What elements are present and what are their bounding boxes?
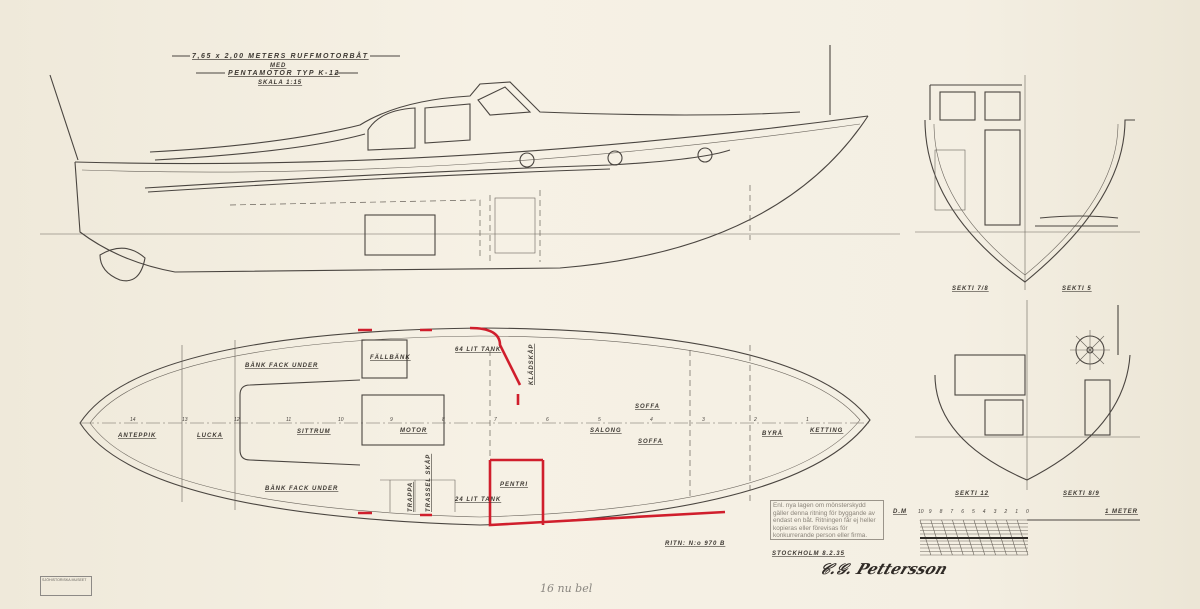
steering-wheel-icon (1070, 330, 1110, 370)
ensign-staff (49, 74, 79, 161)
label-soffa-upper: SOFFA (635, 404, 660, 410)
title-line-1: 7,65 x 2,00 METERS RUFFMOTORBÅT (192, 51, 369, 60)
title-line-2: MED (270, 63, 286, 69)
frame-number: 11 (286, 417, 291, 423)
place-date: STOCKHOLM 8.2.35 (772, 551, 845, 557)
frame-number: 8 (442, 417, 445, 423)
scale-tick-label: 8 (940, 509, 943, 515)
scale-tick-label: 4 (983, 509, 986, 515)
frame-number: 1 (806, 417, 809, 423)
label-ketting: KETTING (810, 428, 843, 434)
frame-numbers: 14 13 12 11 10 9 8 7 6 5 4 3 2 1 (130, 417, 809, 423)
scale-tick-label: 10 (918, 509, 924, 515)
signature: 𝒞.𝒢. Pettersson (816, 560, 951, 578)
label-lucka: LUCKA (197, 433, 223, 439)
label-tank24: 24 LIT TANK (454, 497, 501, 503)
engine (364, 214, 436, 256)
title-line-3: PENTAMOTOR TYP K-12 (228, 70, 340, 77)
frame-number: 10 (338, 417, 344, 423)
scale-tick-label: 0 (1026, 509, 1029, 515)
frame-number: 14 (130, 417, 136, 423)
red-bulkheads (358, 326, 726, 527)
drawing-number: RITN: N:o 970 B (665, 541, 725, 547)
frame-number: 2 (753, 417, 757, 423)
section-label-8-9: SEKTI 8/9 (1063, 491, 1100, 497)
archive-stamp: SJÖHISTORISKA MUSEET (40, 576, 92, 596)
label-sittrum: SITTRUM (297, 429, 331, 435)
label-trasselskap: TRASSEL SKÅP (425, 454, 432, 512)
scale-tick-label: 1 (1015, 509, 1018, 515)
label-byra: BYRÅ (762, 430, 783, 437)
propeller-rudder (99, 247, 146, 282)
label-trappa: TRAPPA (408, 482, 414, 512)
copyright-stamp: Enl. nya lagen om mönsterskydd gäller de… (770, 500, 884, 540)
frame-number: 4 (650, 417, 653, 423)
scale-tick-label: 2 (1003, 509, 1007, 515)
label-bank-lower: BÄNK FACK UNDER (265, 485, 338, 492)
frame-number: 13 (182, 417, 188, 423)
section-label-7-8: SEKTI 7/8 (952, 286, 989, 292)
label-motor: MOTOR (400, 428, 427, 434)
scale-unit-left: D.M (893, 509, 907, 515)
label-fallbank: FÄLLBÄNK (370, 354, 411, 361)
scale-tick-label: 5 (972, 509, 975, 515)
scale-unit-right: 1 METER (1105, 509, 1138, 515)
section-label-5: SEKTI 5 (1062, 286, 1092, 292)
label-ankarpik: ANTEPPIK (117, 433, 156, 439)
plan-view: ANTEPPIK LUCKA BÄNK FACK UNDER BÄNK FACK… (79, 326, 871, 557)
label-soffa-lower: SOFFA (638, 439, 663, 445)
scale-tick-label: 9 (929, 509, 932, 515)
label-pentri: PENTRI (500, 482, 528, 488)
title-line-4: SKALA 1:15 (258, 80, 302, 86)
scale-tick-label: 6 (961, 509, 964, 515)
section-label-12: SEKTI 12 (955, 491, 989, 497)
frame-number: 7 (494, 417, 497, 423)
profile-view (40, 45, 900, 282)
frame-number: 6 (546, 417, 549, 423)
frame-number: 12 (234, 417, 240, 423)
label-bank-upper: BÄNK FACK UNDER (245, 362, 318, 369)
scale-tick-label: 3 (994, 509, 997, 515)
frame-number: 9 (390, 417, 393, 423)
label-tank64: 64 LIT TANK (455, 347, 501, 353)
label-kladskap: KLÄDSKÅP (528, 344, 535, 385)
frame-number: 3 (702, 417, 705, 423)
scale-tick-label: 7 (950, 509, 953, 515)
section-views: SEKTI 7/8 SEKTI 5 SEKTI 12 SEKTI 8/9 (915, 75, 1140, 497)
frame-number: 5 (598, 417, 601, 423)
title-block: 7,65 x 2,00 METERS RUFFMOTORBÅT MED PENT… (172, 51, 400, 86)
pencil-note: 16 nu bel (540, 582, 593, 595)
label-salong: SALONG (590, 428, 622, 434)
